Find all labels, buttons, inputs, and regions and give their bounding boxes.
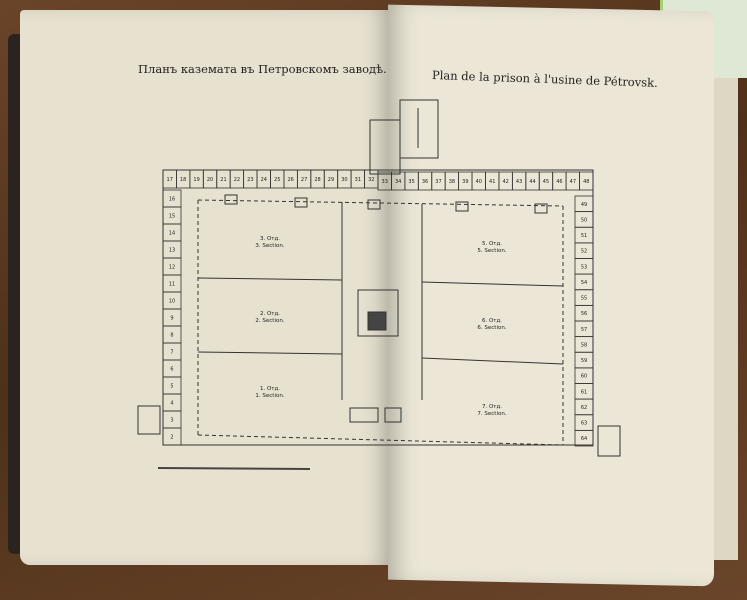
cell-17-label: 17	[167, 177, 173, 183]
cell-11-label: 11	[169, 282, 175, 288]
left-section-2-ru: 1. Отд.	[260, 386, 280, 392]
title-russian: Планъ каземата въ Петровскомъ заводѣ.	[138, 62, 387, 76]
cell-36-label: 36	[422, 179, 428, 185]
guard-room-left	[137, 405, 161, 435]
cell-54-label: 54	[581, 280, 587, 286]
cell-62-label: 62	[581, 405, 587, 411]
cell-3-label: 3	[170, 418, 173, 424]
cell-4-label: 4	[170, 401, 173, 407]
cell-57-label: 57	[581, 327, 587, 333]
cell-48	[579, 171, 594, 191]
cell-25-label: 25	[274, 177, 280, 183]
cell-23-label: 23	[247, 177, 253, 183]
cell-26-label: 26	[287, 177, 293, 183]
cell-48-label: 48	[583, 179, 589, 185]
cell-19-label: 19	[193, 177, 199, 183]
cell-53-label: 53	[581, 264, 587, 270]
cell-61-label: 61	[581, 389, 587, 395]
cell-18-label: 18	[180, 177, 186, 183]
right-section-1-fr: 6. Section.	[477, 325, 506, 331]
cell-39-label: 39	[462, 179, 468, 185]
cell-40-label: 40	[476, 179, 482, 185]
cell-5-label: 5	[170, 384, 173, 390]
right-section-2-fr: 7. Section.	[477, 411, 506, 417]
cell-59-label: 59	[581, 358, 587, 364]
cell-63-label: 63	[581, 421, 587, 427]
outer-wall	[162, 169, 594, 446]
cell-7-label: 7	[170, 350, 173, 356]
cell-6-label: 6	[170, 367, 173, 373]
cell-2-label: 2	[170, 435, 173, 441]
left-section-1-fr: 2. Section.	[255, 318, 284, 324]
cell-31-label: 31	[355, 177, 361, 183]
left-section-0-ru: 3. Отд.	[260, 236, 280, 242]
cell-22-label: 22	[234, 177, 240, 183]
cell-32-label: 32	[368, 177, 374, 183]
cell-60-label: 60	[581, 374, 587, 380]
cell-35-label: 35	[408, 179, 414, 185]
cell-42-label: 42	[502, 179, 508, 185]
right-section-0-fr: 5. Section.	[477, 248, 506, 254]
cell-37-label: 37	[435, 179, 441, 185]
cell-27-label: 27	[301, 177, 307, 183]
cell-12-label: 12	[169, 265, 175, 271]
cell-64-label: 64	[581, 436, 587, 442]
central-block	[357, 289, 399, 337]
right-section-1-ru: 6. Отд.	[482, 318, 502, 324]
cell-10-label: 10	[169, 299, 175, 305]
cell-45-label: 45	[543, 179, 549, 185]
cell-33-label: 33	[382, 179, 388, 185]
cell-56-label: 56	[581, 311, 587, 317]
cell-28-label: 28	[314, 177, 320, 183]
cell-44-label: 44	[529, 179, 535, 185]
cell-34-label: 34	[395, 179, 401, 185]
cell-13-label: 13	[169, 248, 175, 254]
cell-24-label: 24	[261, 177, 267, 183]
cell-52-label: 52	[581, 249, 587, 255]
right-section-2-ru: 7. Отд.	[482, 404, 502, 410]
cell-41-label: 41	[489, 179, 495, 185]
left-section-1-ru: 2. Отд.	[260, 311, 280, 317]
cell-47-label: 47	[570, 179, 576, 185]
right-section-0-ru: 5. Отд.	[482, 241, 502, 247]
left-page	[20, 10, 392, 565]
cell-58-label: 58	[581, 342, 587, 348]
tower	[369, 119, 401, 175]
cell-14-label: 14	[169, 231, 175, 237]
cell-15-label: 15	[169, 214, 175, 220]
entrance-building	[399, 99, 439, 159]
left-section-0-fr: 3. Section.	[255, 243, 284, 249]
cell-8-label: 8	[170, 333, 173, 339]
cell-64	[574, 429, 594, 447]
cell-29-label: 29	[328, 177, 334, 183]
cell-20-label: 20	[207, 177, 213, 183]
left-section-2-fr: 1. Section.	[255, 393, 284, 399]
cell-51-label: 51	[581, 233, 587, 239]
cell-55-label: 55	[581, 296, 587, 302]
cell-16-label: 16	[169, 197, 175, 203]
guard-room-right	[597, 425, 621, 457]
cell-9-label: 9	[170, 316, 173, 322]
cell-50-label: 50	[581, 217, 587, 223]
cell-46-label: 46	[556, 179, 562, 185]
scale-bar	[157, 467, 311, 470]
cell-49-label: 49	[581, 202, 587, 208]
cell-38-label: 38	[449, 179, 455, 185]
cell-43-label: 43	[516, 179, 522, 185]
cell-21-label: 21	[220, 177, 226, 183]
cell-30-label: 30	[341, 177, 347, 183]
cell-2	[162, 427, 182, 446]
